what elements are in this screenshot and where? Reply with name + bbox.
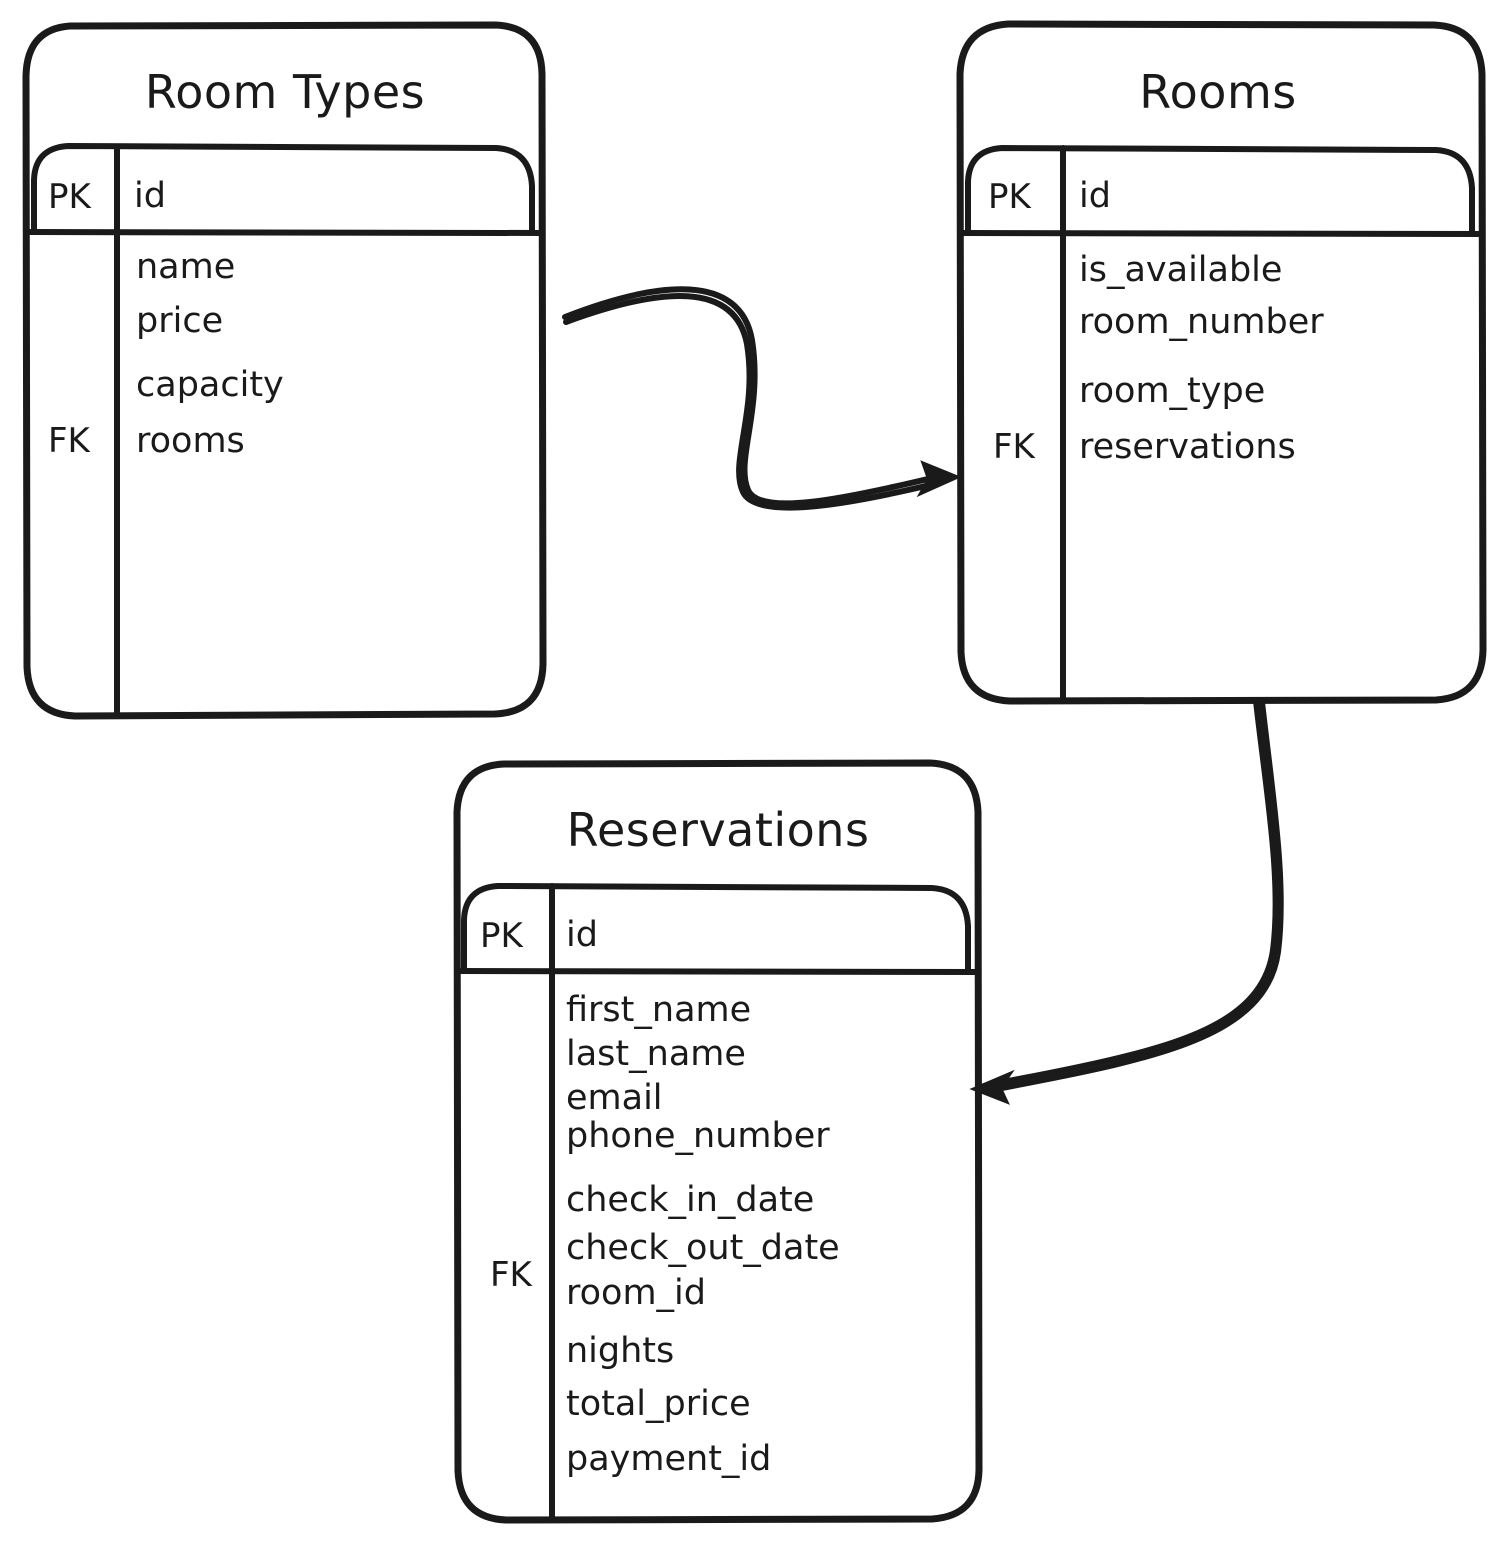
room-types-pk-row-separator [25,229,544,236]
reservations-field-room-id: room_id [566,1273,706,1313]
reservations-field-total-price: total_price [566,1384,751,1424]
connector-line-rooms-reservations-sketch [985,699,1284,1094]
rooms-field-room-number: room_number [1079,302,1324,342]
table-room-types[interactable]: Room Types PK id FK name price capacity … [22,21,547,720]
rooms-title: Rooms [1139,65,1296,119]
reservations-field-payment-id: payment_id [566,1439,771,1479]
connector-line-room-types-rooms-sketch [563,293,937,511]
rooms-field-reservations: reservations [1079,427,1296,467]
room-types-pk-field: id [134,176,166,216]
reservations-pk-row-separator [455,968,981,975]
room-types-fk-label: FK [48,421,92,461]
connector-arrowhead-rooms [916,460,962,498]
relationship-room-types-to-rooms[interactable] [562,286,962,511]
reservations-field-check-in-date: check_in_date [566,1180,814,1220]
rooms-pk-row-border [965,145,1475,235]
room-types-field-capacity: capacity [136,365,284,405]
reservations-field-first-name: first_name [566,990,751,1030]
connector-arrowhead-reservations [969,1069,1015,1105]
rooms-pk-label: PK [988,177,1033,217]
room-types-pk-label: PK [48,177,93,217]
reservations-field-phone-number: phone_number [566,1116,830,1156]
table-rooms[interactable]: Rooms PK id FK is_available room_number … [956,20,1487,705]
rooms-pk-field: id [1079,176,1111,216]
reservations-field-last-name: last_name [566,1034,746,1074]
reservations-field-email: email [566,1078,663,1118]
reservations-fk-label: FK [490,1255,534,1295]
relationship-rooms-to-reservations[interactable] [969,698,1284,1105]
reservations-pk-field: id [566,915,598,955]
rooms-pk-row-separator [958,230,1485,237]
reservations-title: Reservations [567,803,870,857]
table-reservations[interactable]: Reservations PK id FK first_name last_na… [453,759,983,1524]
rooms-fk-label: FK [993,427,1037,467]
reservations-field-check-out-date: check_out_date [566,1228,840,1268]
reservations-outer-border [453,759,983,1524]
connector-line-room-types-rooms [562,286,935,507]
room-types-field-rooms: rooms [136,421,245,461]
rooms-field-is-available: is_available [1079,250,1282,290]
room-types-field-name: name [136,247,235,287]
rooms-field-room-type: room_type [1079,371,1265,411]
reservations-field-nights: nights [566,1331,674,1371]
room-types-pk-row-border [31,143,535,235]
room-types-field-price: price [136,301,223,341]
reservations-pk-row-border [461,883,971,973]
connector-line-rooms-reservations [981,698,1279,1089]
rooms-outer-border [956,20,1487,705]
room-types-outer-border [22,21,547,720]
reservations-pk-label: PK [480,916,525,956]
room-types-title: Room Types [145,65,425,119]
